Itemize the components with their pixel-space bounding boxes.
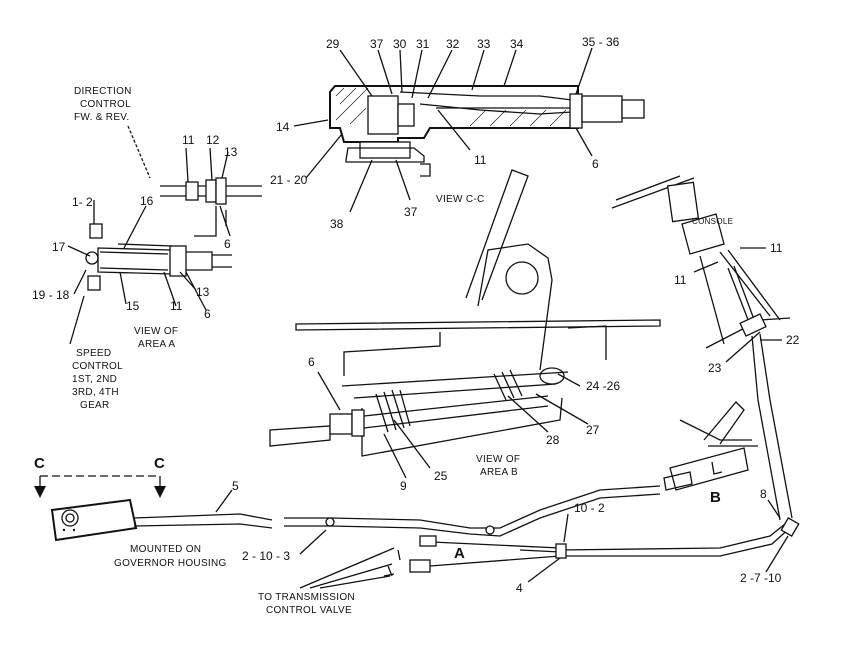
callout-34: 34 [510,37,524,51]
callout-10-2: 10 - 2 [574,501,605,515]
view-area-b-assembly [269,169,661,457]
callout-2-10-3: 2 - 10 - 3 [242,549,290,563]
callout-31: 31 [416,37,430,51]
console-label: CONSOLE [692,217,733,226]
callout-30: 30 [393,37,407,51]
callout-8: 8 [760,487,767,501]
callout-5: 5 [232,479,239,493]
view-area-a-line2: AREA A [138,339,175,350]
speed-control-line4: 3RD, 4TH [72,387,119,398]
direction-control-line1: DIRECTION [74,86,132,97]
callout-16: 16 [140,194,154,208]
callout-1-2: 1- 2 [72,195,93,209]
view-cc-assembly [293,47,645,213]
view-cc-caption: VIEW C-C [436,194,485,205]
callout-4: 4 [516,581,523,595]
callout-21-20: 21 - 20 [270,173,308,187]
callout-11-console-left: 11 [674,273,687,287]
speed-control-fitting [85,223,232,291]
section-marker-c-right: C [154,455,165,472]
callout-6-a: 6 [204,307,211,321]
callout-25: 25 [434,469,448,483]
callout-11-dir: 11 [182,133,195,147]
cable-routing [133,485,800,577]
view-area-b-line2: AREA B [480,467,518,478]
mounted-on-line1: MOUNTED ON [130,544,201,555]
callout-11-a: 11 [170,299,183,313]
callout-12: 12 [206,133,220,147]
callout-32: 32 [446,37,460,51]
callout-6-b: 6 [308,355,315,369]
callout-17: 17 [52,240,66,254]
callout-15: 15 [126,299,140,313]
callout-11-cc: 11 [474,153,487,167]
callout-24-26: 24 -26 [586,379,620,393]
to-transmission-line1: TO TRANSMISSION [258,592,355,603]
view-area-b-line1: VIEW OF [476,454,520,465]
callout-27: 27 [586,423,600,437]
callout-2-7-10: 2 -7 -10 [740,571,782,585]
callout-37-bottom: 37 [404,205,418,219]
speed-control-line5: GEAR [80,400,110,411]
to-transmission-line2: CONTROL VALVE [266,605,352,616]
callout-13-top: 13 [224,145,238,159]
callout-23: 23 [708,361,722,375]
callout-6-cc: 6 [592,157,599,171]
callout-11-console-right: 11 [770,241,783,255]
callout-29: 29 [326,37,340,51]
callout-22: 22 [786,333,800,347]
section-marker-c-left: C [34,455,45,472]
view-area-a-line1: VIEW OF [134,326,178,337]
direction-control-line3: FW. & REV. [74,112,129,123]
mounted-on-line2: GOVERNOR HOUSING [114,558,227,569]
section-marker-b: B [710,489,721,506]
callout-35-36: 35 - 36 [582,35,620,49]
speed-control-line1: SPEED [76,348,111,359]
section-marker-a: A [454,545,465,562]
console-lever [611,175,793,521]
direction-control-fitting [160,177,262,237]
callout-33: 33 [477,37,491,51]
callout-38: 38 [330,217,344,231]
direction-control-line2: CONTROL [80,99,131,110]
callout-28: 28 [546,433,560,447]
callout-37-top: 37 [370,37,384,51]
callout-6-dir: 6 [224,237,231,251]
callout-19-18: 19 - 18 [32,288,70,302]
speed-control-line3: 1ST, 2ND [72,374,117,385]
callout-9: 9 [400,479,407,493]
governor-control-box [50,498,138,542]
speed-control-line2: CONTROL [72,361,123,372]
callout-13-a: 13 [196,285,210,299]
callout-14: 14 [276,120,290,134]
